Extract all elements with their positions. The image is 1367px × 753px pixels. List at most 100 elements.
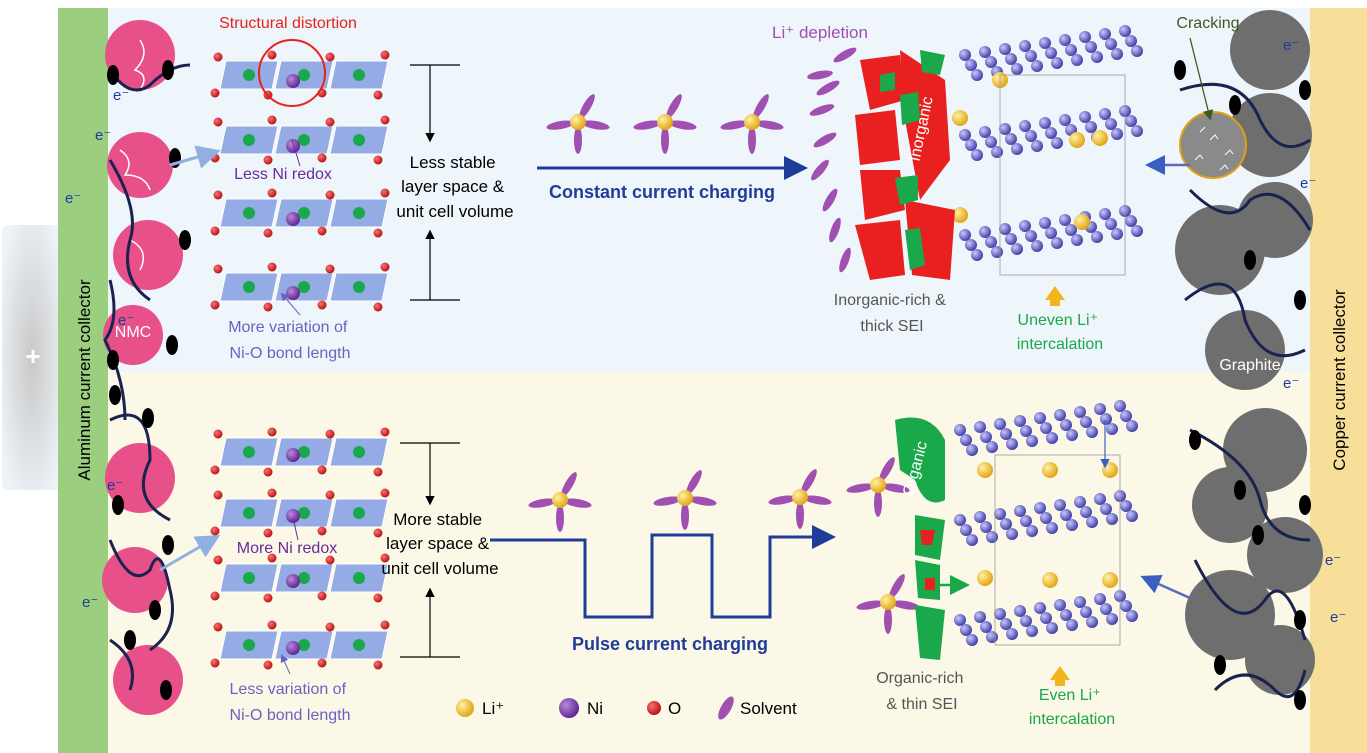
carbon-atom xyxy=(1011,143,1023,155)
carbon-atom xyxy=(1086,516,1098,528)
carbon-atom xyxy=(1106,613,1118,625)
carbon-atom xyxy=(1105,38,1117,50)
carbon-atom xyxy=(1060,609,1072,621)
carbon-atom xyxy=(1034,502,1046,514)
carbon-black xyxy=(112,495,124,515)
free-solvent xyxy=(833,47,857,63)
transition-metal-atom xyxy=(243,207,255,219)
electron-label: e⁻ xyxy=(1325,552,1341,569)
electron-label: e⁻ xyxy=(1330,609,1346,626)
o-atom xyxy=(210,658,220,668)
electron-label: e⁻ xyxy=(65,190,81,207)
binder-strand xyxy=(1193,559,1307,641)
transition-metal-atom xyxy=(353,134,365,146)
transition-metal-atom xyxy=(353,446,365,458)
transition-metal-atom xyxy=(298,207,310,219)
solvated-li-ions xyxy=(528,47,920,634)
carbon-atom xyxy=(1051,137,1063,149)
binder-strand xyxy=(109,413,171,522)
o-atom xyxy=(325,555,335,565)
organic-sei-chunk xyxy=(915,605,945,660)
lattice-row xyxy=(210,620,390,670)
carbon-atom xyxy=(1120,410,1132,422)
carbon-black xyxy=(1244,250,1256,270)
carbon-atom xyxy=(1094,493,1106,505)
solvent-molecule xyxy=(889,574,905,599)
carbon-atom xyxy=(1020,615,1032,627)
carbon-atom xyxy=(959,229,971,241)
lattice-row xyxy=(210,488,390,538)
o-atom xyxy=(380,262,390,272)
carbon-atom xyxy=(1131,45,1143,57)
graphene-layer xyxy=(954,400,1138,456)
o-atom xyxy=(325,52,335,62)
carbon-atom xyxy=(965,239,977,251)
bottom-compression-bracket xyxy=(400,442,460,658)
carbon-atom xyxy=(960,524,972,536)
carbon-atom xyxy=(1079,111,1091,123)
carbon-atom xyxy=(1046,522,1058,534)
o-atom xyxy=(267,488,277,498)
carbon-atom xyxy=(1114,400,1126,412)
inorganic-sei-chunk xyxy=(855,220,905,280)
solvent-molecule xyxy=(796,501,804,529)
carbon-atom xyxy=(1100,413,1112,425)
carbon-atom xyxy=(1000,518,1012,530)
solvent-molecule xyxy=(891,600,920,610)
legend-solvent-label: Solvent xyxy=(740,699,797,718)
o-atom xyxy=(263,155,273,165)
lattice-row xyxy=(210,553,390,603)
electron-labels: e⁻e⁻e⁻e⁻e⁻e⁻e⁻e⁻e⁻e⁻e⁻ xyxy=(65,37,1346,626)
carbon-atom xyxy=(994,608,1006,620)
top-cathode-lattice-arrow xyxy=(169,145,221,169)
solvent-molecule xyxy=(801,469,817,494)
carbon-black xyxy=(107,350,119,370)
inorganic-sei-chunk xyxy=(920,530,935,545)
organic-sei-chunk xyxy=(880,72,895,92)
ni-atom xyxy=(286,286,300,300)
cracking-pointer xyxy=(1189,37,1214,121)
carbon-atom xyxy=(1120,600,1132,612)
li-ion xyxy=(870,477,886,493)
o-atom xyxy=(267,553,277,563)
o-atom xyxy=(213,622,223,632)
solvent-molecule xyxy=(803,495,832,505)
bottom-ni-redox-label: More Ni redox xyxy=(237,540,337,557)
electron-label: e⁻ xyxy=(107,477,123,494)
crack-mark xyxy=(1224,149,1234,156)
top-intercalation-label: Uneven Li⁺ intercalation xyxy=(1017,312,1103,353)
free-solvent xyxy=(807,70,833,80)
carbon-atom xyxy=(960,624,972,636)
carbon-atom xyxy=(1099,28,1111,40)
legend-ni-marker xyxy=(559,698,579,718)
ni-atom xyxy=(286,574,300,588)
solvent-molecule xyxy=(661,126,669,154)
transition-metal-atom xyxy=(298,69,310,81)
binder-strand xyxy=(1188,188,1312,231)
carbon-black xyxy=(1234,480,1246,500)
carbon-atom xyxy=(1046,432,1058,444)
carbon-atom xyxy=(971,149,983,161)
carbon-atom xyxy=(954,514,966,526)
carbon-atom xyxy=(985,236,997,248)
unit-cell-outline xyxy=(994,454,1121,646)
ni-atom xyxy=(286,509,300,523)
inorganic-sei-chunk xyxy=(855,110,900,165)
solvent-molecule xyxy=(546,120,575,130)
solvent-molecule xyxy=(668,120,697,130)
carbon-black xyxy=(1294,690,1306,710)
carbon-atom xyxy=(1014,505,1026,517)
ni-atom xyxy=(286,139,300,153)
electron-label: e⁻ xyxy=(1300,175,1316,192)
carbon-atom xyxy=(1059,114,1071,126)
graphite-particle xyxy=(1185,570,1275,660)
carbon-atom xyxy=(1131,225,1143,237)
legend-o-label: O xyxy=(668,699,681,718)
carbon-atom xyxy=(1000,618,1012,630)
o-atom xyxy=(210,153,220,163)
transition-metal-atom xyxy=(353,69,365,81)
carbon-atom xyxy=(1019,120,1031,132)
carbon-atom xyxy=(1105,218,1117,230)
solvent-molecule xyxy=(753,94,769,119)
positive-terminal-label: + xyxy=(25,341,40,371)
